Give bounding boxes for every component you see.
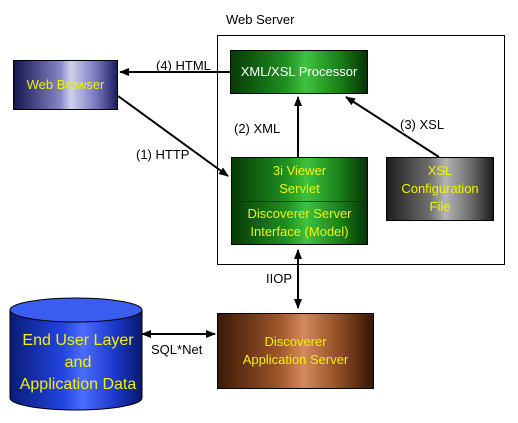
- http-arrow: [117, 95, 229, 177]
- database-cylinder: [9, 297, 143, 411]
- servlet-line2: Servlet: [279, 180, 320, 196]
- xsl-label: (3) XSL: [400, 117, 445, 132]
- iiop-label: IIOP: [266, 271, 293, 286]
- db-line1: End User Layer: [22, 332, 134, 349]
- html-label: (4) HTML: [156, 58, 211, 73]
- interface-line1: Discoverer Server: [247, 206, 352, 221]
- web-server-container: [217, 35, 505, 265]
- web-browser-box: Web Browser: [13, 60, 118, 110]
- sqlnet-label: SQL*Net: [151, 342, 203, 357]
- appserver-line1: Discoverer: [264, 334, 327, 349]
- xsl-line3: File: [429, 199, 451, 214]
- xml-label: (2) XML: [234, 121, 281, 136]
- xml-xsl-processor-box: XML/XSL Processor: [230, 50, 368, 94]
- xsl-line2: Configuration: [401, 181, 479, 196]
- servlet-box: 3i Viewer Servlet Discoverer Server Inte…: [231, 157, 368, 245]
- servlet-line1: 3i Viewer: [272, 162, 327, 178]
- xsl-line1: XSL: [427, 163, 453, 178]
- xsl-config-file-box: XSL Configuration File: [386, 157, 494, 221]
- xsl-arrow: [345, 96, 440, 158]
- web-server-title: Web Server: [226, 12, 295, 27]
- viewer-servlet-section: 3i Viewer Servlet: [232, 158, 367, 202]
- web-browser-label: Web Browser: [26, 77, 105, 92]
- http-label: (1) HTTP: [136, 147, 190, 162]
- interface-line2: Interface (Model): [250, 224, 349, 239]
- db-line2: and: [64, 354, 92, 371]
- application-server-box: Discoverer Application Server: [217, 313, 374, 389]
- appserver-line2: Application Server: [242, 352, 349, 367]
- server-interface-section: Discoverer Server Interface (Model): [232, 202, 367, 244]
- database-label: End User Layer and Application Data: [10, 330, 146, 396]
- db-line3: Application Data: [19, 376, 137, 393]
- processor-label: XML/XSL Processor: [240, 64, 358, 79]
